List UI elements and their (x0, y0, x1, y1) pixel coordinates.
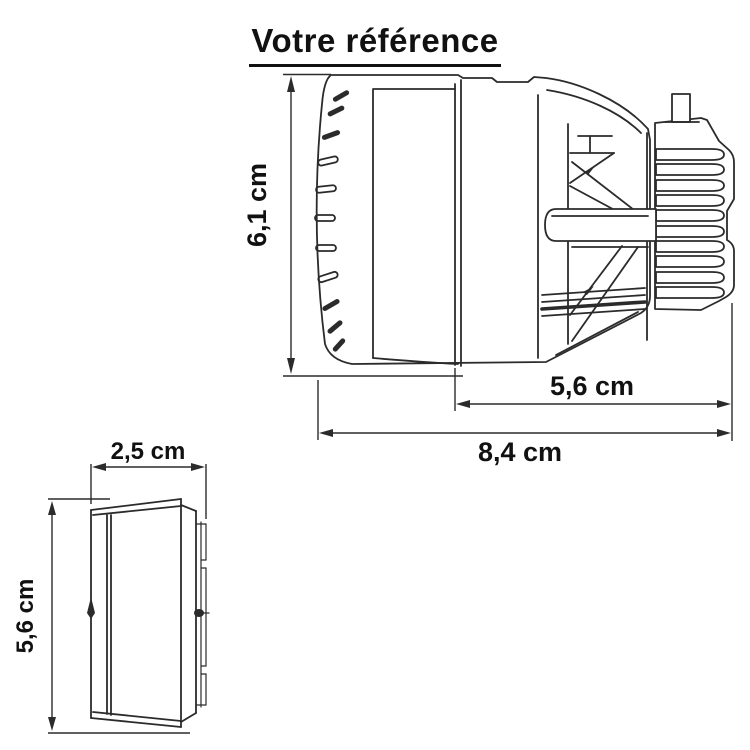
height-dimension-label: 6,1 cm (242, 163, 272, 247)
dimension-length-8-4: 8,4 cm (317, 380, 731, 467)
arrow-left (456, 400, 470, 408)
dimension-width-2-5: 2,5 cm (90, 438, 207, 519)
arrow-down (48, 717, 56, 731)
internal-mechanism (540, 135, 647, 356)
width-dimension-label: 2,5 cm (111, 438, 186, 465)
arrow-down (287, 358, 295, 374)
page-title: Votre référence (0, 22, 750, 67)
dimension-side-height-5-6: 5,6 cm (12, 498, 190, 734)
arrow-right (191, 463, 205, 471)
side-view-thermostat-head (87, 498, 210, 728)
side-body (90, 498, 197, 728)
dimension-height-6-1: 6,1 cm (242, 73, 463, 377)
arrow-right (717, 429, 731, 437)
side-height-dimension-label: 5,6 cm (12, 579, 39, 654)
head-outline (315, 74, 651, 365)
arrow-up (287, 76, 295, 92)
vent-slots (314, 90, 350, 352)
arrow-up (48, 501, 56, 515)
adapter-ribs (655, 148, 725, 299)
adapter-ring (654, 93, 735, 311)
page-title-text: Votre référence (249, 22, 501, 67)
main-view-thermostat-head (314, 74, 735, 367)
side-clip-marks (87, 597, 210, 619)
dimension-depth-5-6: 5,6 cm (454, 303, 733, 441)
arrow-right (717, 400, 731, 408)
depth-dimension-label: 5,6 cm (550, 371, 634, 401)
spindle-pin (664, 93, 700, 123)
length-dimension-label: 8,4 cm (478, 437, 562, 467)
clip-handle (544, 208, 657, 248)
arrow-left (92, 463, 106, 471)
arrow-left (319, 429, 333, 437)
